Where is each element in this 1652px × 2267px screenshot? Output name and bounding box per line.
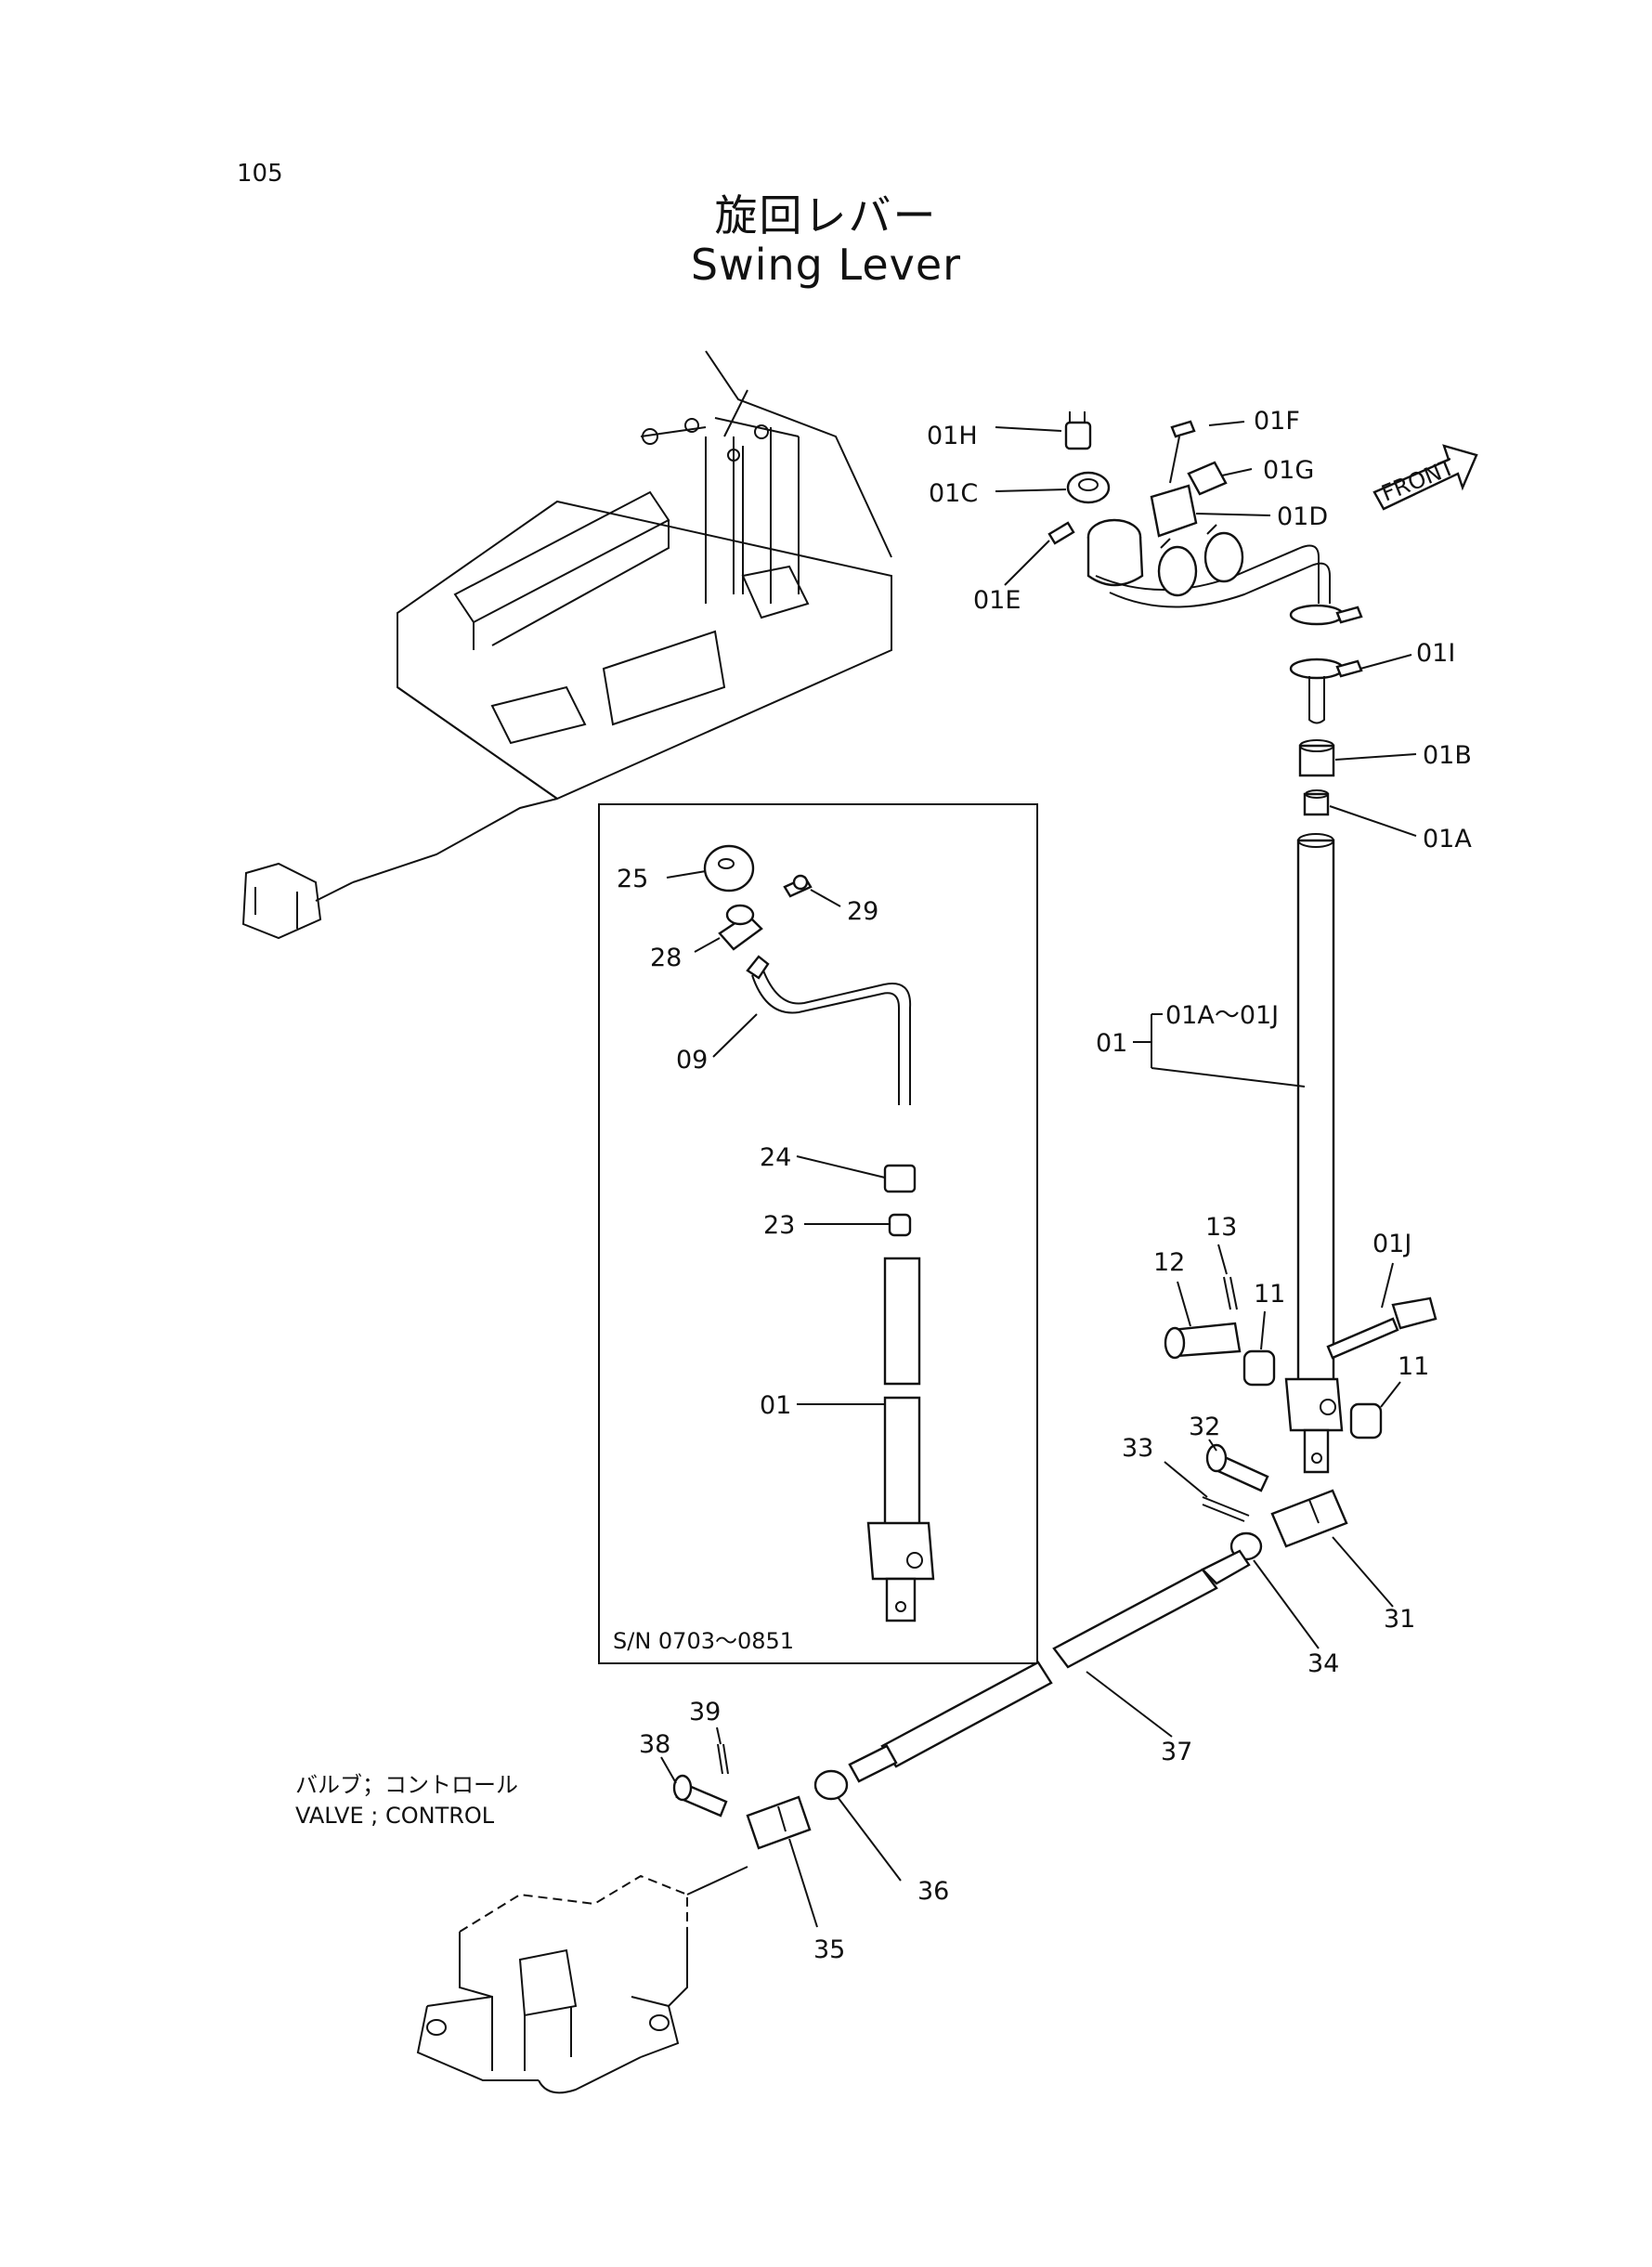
callout-34: 34 (1307, 1649, 1339, 1678)
callout-37: 37 (1161, 1738, 1192, 1766)
inset-frame: S/N 0703～0851 (598, 803, 1038, 1664)
callout-33: 33 (1122, 1434, 1153, 1463)
callout-35: 35 (813, 1935, 845, 1964)
front-label: FRONT (1378, 454, 1459, 507)
control-valve (416, 1866, 748, 2094)
inset-parts (703, 844, 935, 1622)
front-arrow-icon (1372, 444, 1478, 511)
group-label: 01A～01J (1165, 1001, 1279, 1030)
callout-labels: 01H 01F 01G 01C 01D 01E 01I 01B 01A 01 0… (295, 407, 1472, 1964)
callout-13: 13 (1205, 1213, 1237, 1242)
callout-inset-09: 09 (676, 1046, 708, 1075)
callout-inset-28: 28 (650, 944, 682, 972)
callout-01G: 01G (1263, 456, 1314, 485)
cab-console-overview (241, 350, 892, 940)
callout-11-upper: 11 (1254, 1280, 1285, 1309)
callout-38: 38 (639, 1730, 670, 1759)
valve-label-japanese: バルブ；コントロール (295, 1772, 518, 1798)
page-number: 105 (237, 160, 283, 188)
callout-36: 36 (917, 1877, 949, 1906)
main-lever-assembly: FRONT (672, 411, 1478, 1850)
callout-11-lower: 11 (1398, 1352, 1429, 1381)
callout-01H: 01H (927, 422, 978, 450)
inset-serial-label: S/N 0703～0851 (613, 1628, 794, 1654)
callout-01B: 01B (1423, 741, 1472, 770)
callout-inset-24: 24 (760, 1143, 791, 1172)
callout-01I: 01I (1416, 639, 1455, 668)
callout-inset-23: 23 (763, 1211, 795, 1240)
callout-01: 01 (1096, 1029, 1127, 1058)
callout-01D: 01D (1277, 502, 1328, 531)
title-english: Swing Lever (690, 240, 962, 290)
callout-32: 32 (1189, 1413, 1220, 1441)
callout-01J: 01J (1372, 1230, 1411, 1258)
callout-01F: 01F (1254, 407, 1300, 436)
callout-01E: 01E (973, 586, 1021, 615)
callout-inset-25: 25 (617, 865, 648, 893)
callout-39: 39 (689, 1698, 721, 1726)
callout-01A: 01A (1423, 825, 1472, 853)
callout-inset-29: 29 (847, 897, 878, 926)
leader-lines (660, 421, 1417, 1928)
callout-inset-01: 01 (760, 1391, 791, 1420)
title-japanese: 旋回レバー (714, 190, 938, 241)
callout-12: 12 (1153, 1248, 1185, 1277)
callout-01C: 01C (929, 479, 978, 508)
callout-31: 31 (1384, 1605, 1415, 1634)
valve-label-english: VALVE ; CONTROL (295, 1803, 495, 1829)
